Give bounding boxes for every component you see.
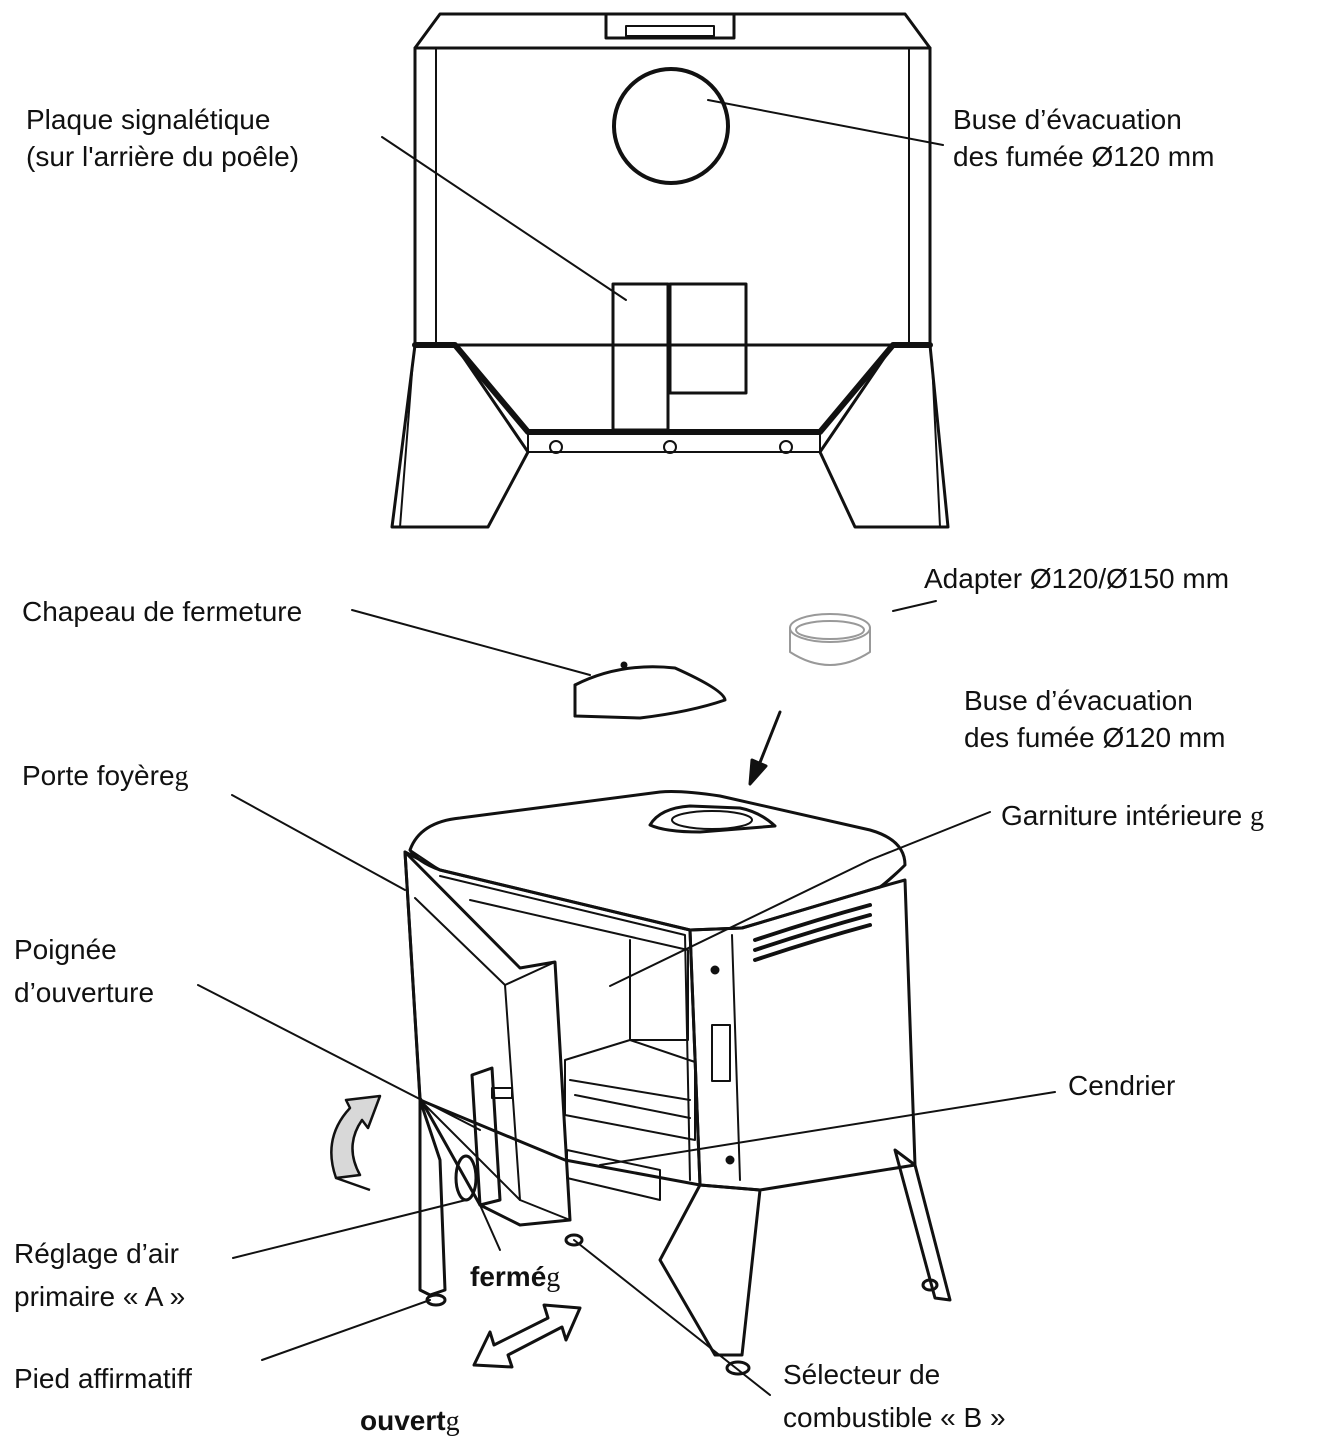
leader-porte [231,794,406,891]
leader-poignee [197,984,481,1131]
label-plaque-line2: (sur l'arrière du poêle) [26,141,300,172]
rating-plate [611,282,670,432]
label-poignee-line2: d’ouverture [14,977,155,1008]
leader-adapter [892,600,937,612]
front-center-leg [658,1183,762,1357]
leader-garniture-b [609,859,871,987]
label-selecteur-line2: combustible « B » [783,1402,1006,1433]
leader-reglage [232,1199,467,1259]
label-chapeau: Chapeau de fermeture [22,596,303,627]
label-ferme-suffix: g [546,1262,561,1293]
front-flue-opening [648,804,777,834]
label-garniture-text: Garniture intérieure [1001,800,1251,831]
label-garniture-suffix: g [1250,801,1265,832]
rear-left-leg [390,343,530,529]
label-plaque-line1: Plaque signalétique [26,104,271,135]
rear-right-leg [818,343,950,529]
door-handle [470,1066,502,1207]
label-ferme: fermég [470,1258,560,1296]
rear-top-cap [413,12,932,50]
closing-cap [573,661,727,720]
label-buse-bottom-line2: des fumée Ø120 mm [964,722,1226,753]
fuel-selector-foot [725,1360,751,1376]
rear-plate-right [668,282,748,395]
stove-rear-view [390,12,950,529]
stove-front-view [403,790,952,1376]
air-control-double-arrow-icon [472,1303,582,1369]
leader-chapeau [351,609,591,676]
leader-buse-top [707,99,944,146]
leader-garniture-a [869,811,991,861]
label-buse-bottom-line1: Buse d’évacuation [964,685,1193,716]
adjustable-foot [425,1293,447,1307]
label-ouvert-suffix: g [445,1406,460,1437]
adapter-ring [789,613,871,666]
front-top-plate [408,790,907,932]
label-buse-top-line2: des fumée Ø120 mm [953,141,1215,172]
rear-belt [412,342,933,435]
fuel-selector [564,1233,584,1247]
leader-plaque [381,136,627,301]
front-frame [403,850,702,1187]
front-right-leg [893,1148,952,1302]
label-porte-suffix: g [174,761,189,792]
label-ferme-text: fermé [470,1261,547,1292]
label-ouvert: ouvertg [360,1402,460,1440]
leader-selecteur [573,1239,771,1396]
leader-pied [261,1299,431,1361]
label-cendrier: Cendrier [1068,1070,1176,1101]
label-adapter: Adapter Ø120/Ø150 mm [924,563,1230,594]
open-door [403,850,572,1227]
label-pied: Pied affirmatiff [14,1363,192,1394]
leader-lines [197,99,1056,1396]
label-poignee-line1: Poignée [14,934,117,965]
rear-body [413,46,932,347]
leader-cendrier [599,1091,1056,1166]
label-selecteur-line1: Sélecteur de [783,1359,941,1390]
door-open-arrow-icon [330,1094,382,1180]
label-porte-text: Porte foyère [22,760,175,791]
rear-flue-outlet [612,67,730,185]
label-reglage-line2: primaire « A » [14,1281,186,1312]
label-porte: Porte foyèreg [22,757,189,795]
rear-top-vent [604,12,736,40]
flue-arrow-head [748,758,768,786]
label-garniture: Garniture intérieure g [1001,797,1264,835]
firebox-lining [469,899,689,1041]
label-ouvert-text: ouvert [360,1405,446,1436]
flue-arrow-shaft [755,710,782,772]
label-buse-top-line1: Buse d’évacuation [953,104,1182,135]
grate [564,1039,696,1141]
label-reglage-line1: Réglage d’air [14,1238,179,1269]
front-left-leg [418,1098,447,1297]
